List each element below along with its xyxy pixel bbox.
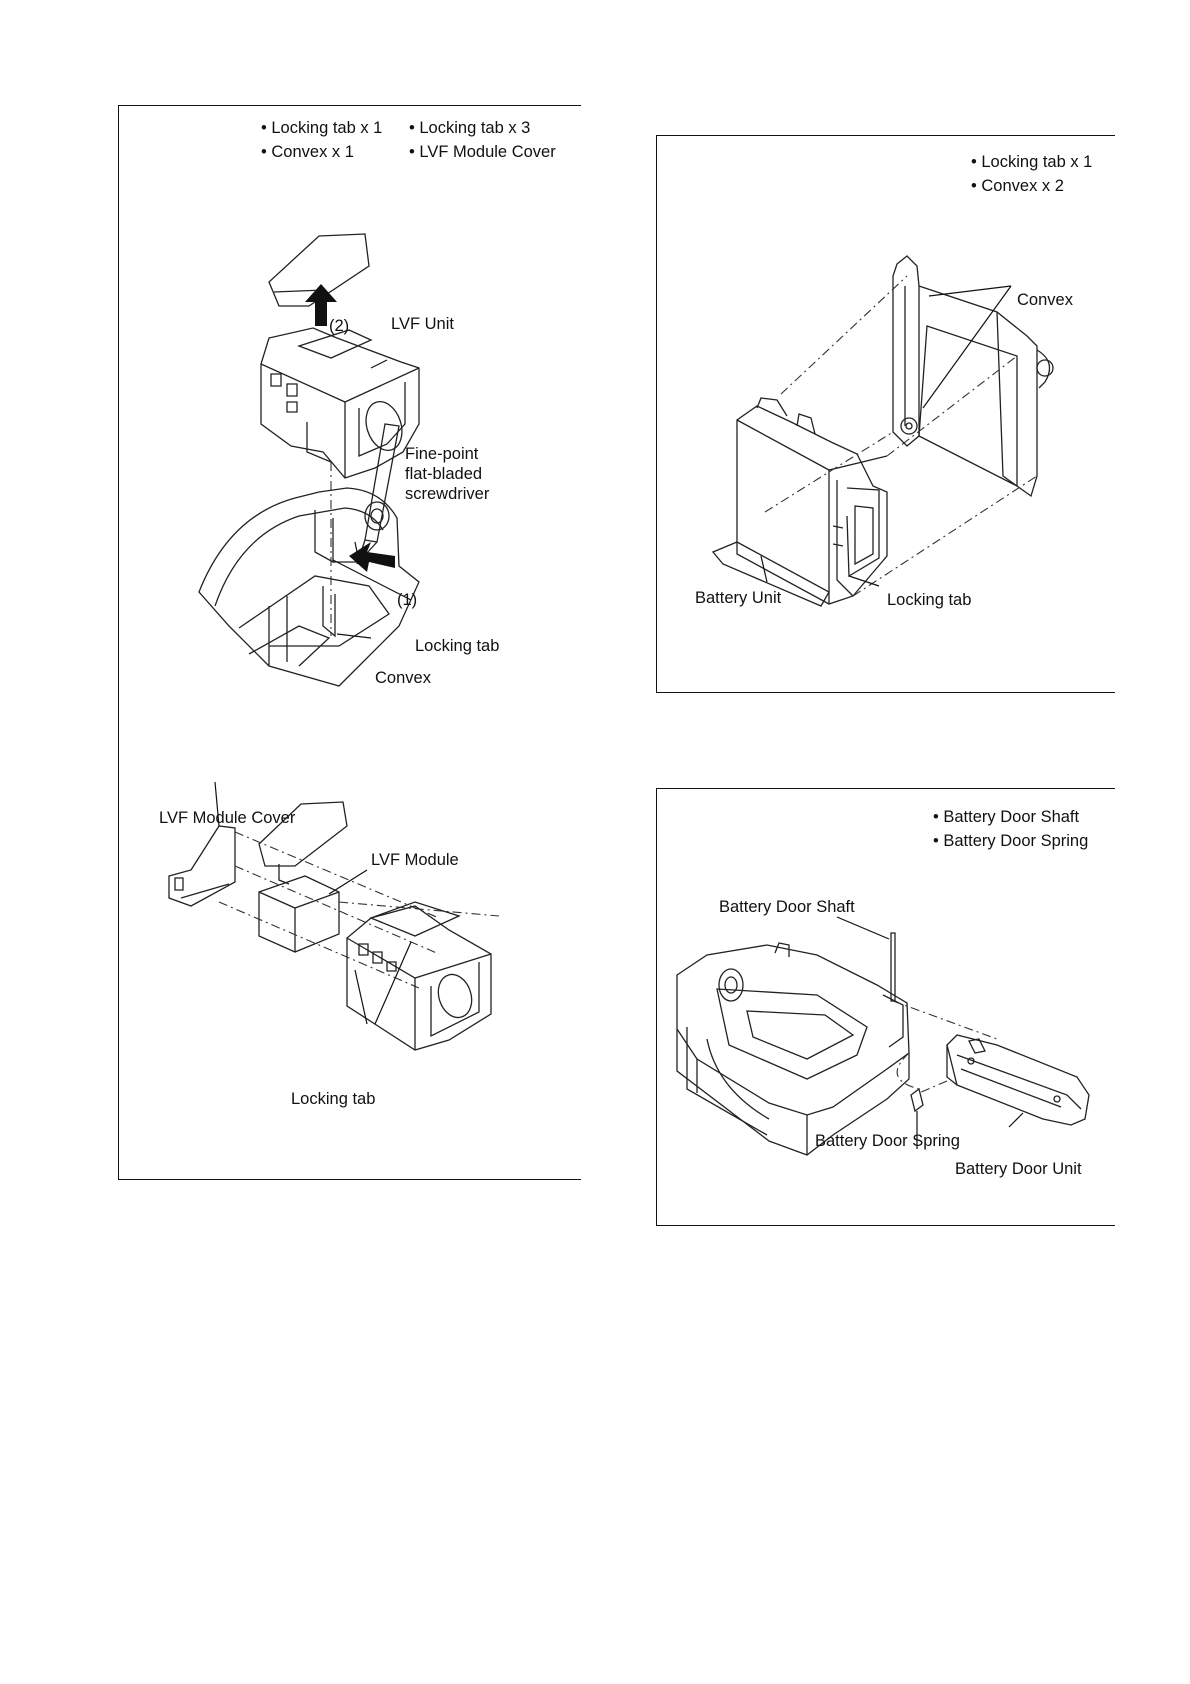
label-locking-tab-lower: Locking tab <box>291 1090 376 1108</box>
label-lvf-module-cover: LVF Module Cover <box>159 809 296 827</box>
note-convex-2: Convex x 2 <box>971 178 1064 195</box>
note-locking-tab-3: Locking tab x 3 <box>409 120 530 137</box>
note-battery-door-shaft: Battery Door Shaft <box>933 809 1079 826</box>
label-battery-door-spring: Battery Door Spring <box>815 1132 960 1150</box>
label-locking-tab: Locking tab <box>887 591 972 609</box>
label-lvf-unit: LVF Unit <box>391 315 454 333</box>
note-lvf-module-cover: LVF Module Cover <box>409 144 555 161</box>
label-locking-tab: Locking tab <box>415 637 500 655</box>
battery-door-panel: Battery Door Shaft Battery Door Spring <box>656 788 1115 1226</box>
note-battery-door-spring: Battery Door Spring <box>933 833 1088 850</box>
label-screwdriver-line2: flat-bladed <box>405 465 483 483</box>
note-locking-tab-1: Locking tab x 1 <box>261 120 382 137</box>
lvf-unit-drawing <box>119 106 581 1179</box>
label-battery-door-unit: Battery Door Unit <box>955 1160 1082 1178</box>
lvf-removal-panel: Locking tab x 1 Convex x 1 Locking tab x… <box>118 105 581 1180</box>
label-battery-unit: Battery Unit <box>695 589 782 607</box>
battery-unit-drawing <box>657 136 1115 692</box>
label-convex: Convex <box>1017 291 1073 309</box>
label-step-2: (2) <box>329 317 350 335</box>
label-lvf-module: LVF Module <box>371 851 459 869</box>
label-step-1: (1) <box>397 591 418 609</box>
label-screwdriver-line3: screwdriver <box>405 485 490 503</box>
battery-unit-panel: Locking tab x 1 Convex x 2 Convex <box>656 135 1115 693</box>
battery-door-drawing <box>657 789 1115 1225</box>
note-convex-1: Convex x 1 <box>261 144 354 161</box>
label-screwdriver-line1: Fine-point <box>405 445 479 463</box>
label-battery-door-shaft: Battery Door Shaft <box>719 898 855 916</box>
label-convex: Convex <box>375 669 431 687</box>
note-locking-tab-1: Locking tab x 1 <box>971 154 1092 171</box>
